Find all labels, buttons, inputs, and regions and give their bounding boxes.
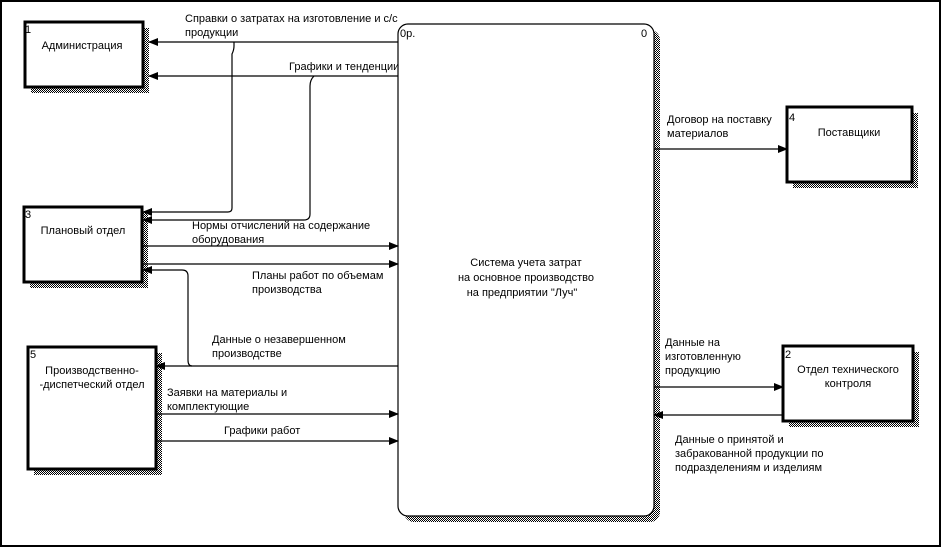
entity-quality-control[interactable]: 2 Отдел технического контроля bbox=[781, 344, 919, 427]
process-cost-accounting[interactable]: 0p. 0 Система учета затрат на основное п… bbox=[397, 23, 660, 522]
flow-supply-contract[interactable]: Договор на поставку материалов bbox=[654, 114, 788, 153]
entity-number: 3 bbox=[25, 209, 31, 221]
flow-label: оборудования bbox=[192, 234, 264, 246]
flow-depreciation-norms[interactable]: Нормы отчислений на содержание оборудова… bbox=[143, 220, 399, 250]
entity-planning-dept[interactable]: 3 Плановый отдел bbox=[22, 205, 148, 288]
flow-label: Планы работ по объемам bbox=[252, 270, 383, 282]
entity-administration[interactable]: 1 Администрация bbox=[23, 20, 149, 93]
flow-wip-data[interactable]: Данные о незавершенном производстве bbox=[142, 266, 398, 370]
entity-number: 1 bbox=[25, 24, 31, 36]
entity-name: Плановый отдел bbox=[41, 225, 126, 237]
flow-label: производстве bbox=[212, 348, 282, 360]
entity-number: 4 bbox=[789, 112, 795, 124]
flow-label: забракованной продукции по bbox=[675, 448, 823, 460]
flow-label: изготовленную bbox=[665, 351, 741, 363]
entity-suppliers[interactable]: 4 Поставщики bbox=[785, 105, 918, 188]
flow-label: Данные о принятой и bbox=[675, 434, 784, 446]
flow-label: Данные на bbox=[665, 337, 721, 349]
flow-label: производства bbox=[252, 284, 323, 296]
entity-name-line: -диспетческий отдел bbox=[39, 379, 144, 391]
entity-dispatch-dept[interactable]: 5 Производственно- -диспетческий отдел bbox=[26, 345, 162, 475]
flow-charts-trends[interactable]: Графики и тенденции bbox=[142, 61, 399, 224]
flow-label: продукцию bbox=[665, 365, 720, 377]
flow-work-schedules[interactable]: Графики работ bbox=[156, 425, 399, 445]
flow-accepted-rejected[interactable]: Данные о принятой и забракованной продук… bbox=[653, 411, 823, 474]
process-title-line: на основное производство bbox=[458, 272, 594, 284]
flow-work-plans[interactable]: Планы работ по объемам производства bbox=[143, 260, 399, 296]
entity-number: 5 bbox=[30, 349, 36, 361]
entity-number: 2 bbox=[785, 349, 791, 361]
entity-name: Администрация bbox=[42, 40, 123, 52]
flow-label: Договор на поставку bbox=[667, 114, 772, 126]
entity-name: Поставщики bbox=[818, 127, 881, 139]
flow-label: Справки о затратах на изготовление и с/с bbox=[185, 13, 398, 25]
entity-name-line: Производственно- bbox=[45, 365, 139, 377]
process-title-line: Система учета затрат bbox=[470, 257, 581, 269]
flow-label: Данные о незавершенном bbox=[212, 334, 346, 346]
process-ref: 0p. bbox=[400, 28, 415, 40]
flow-label: Графики и тенденции bbox=[289, 61, 399, 73]
flow-label: Нормы отчислений на содержание bbox=[192, 220, 370, 232]
flow-label: материалов bbox=[667, 128, 729, 140]
process-title-line: на предприятии "Луч" bbox=[467, 287, 578, 299]
flow-label: комплектующие bbox=[167, 401, 249, 413]
entity-name-line: Отдел технического bbox=[797, 364, 899, 376]
process-number: 0 bbox=[641, 28, 647, 40]
flow-cost-reports[interactable]: Справки о затратах на изготовление и с/с… bbox=[142, 13, 398, 216]
flow-label: Графики работ bbox=[224, 425, 300, 437]
flow-label: Заявки на материалы и bbox=[167, 387, 287, 399]
flow-material-requests[interactable]: Заявки на материалы и комплектующие bbox=[156, 387, 399, 418]
flow-manufactured-data[interactable]: Данные на изготовленную продукцию bbox=[654, 337, 784, 391]
entity-name-line: контроля bbox=[825, 378, 872, 390]
flow-label: подразделениям и изделиям bbox=[675, 462, 822, 474]
flow-label: продукции bbox=[185, 27, 238, 39]
